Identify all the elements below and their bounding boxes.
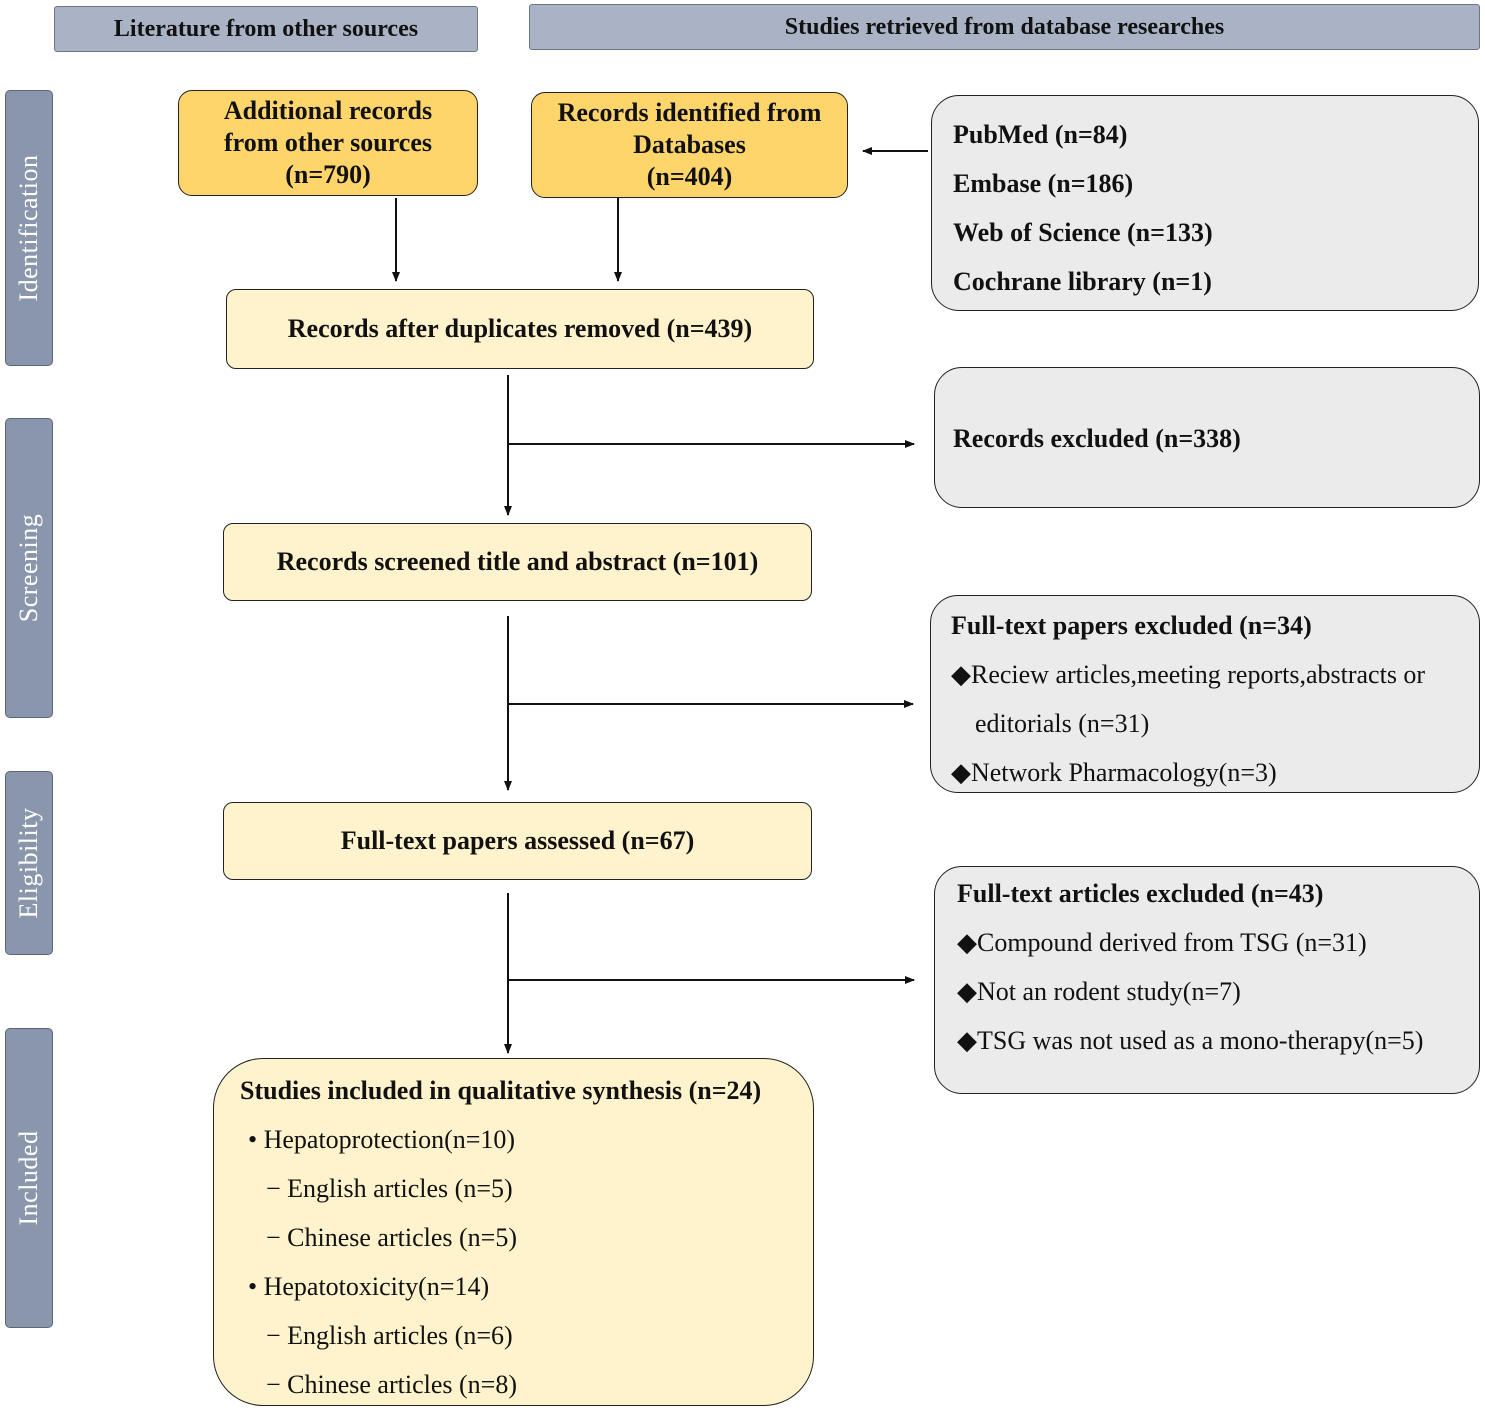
included-studies-box: Studies included in qualitative synthesi… — [213, 1058, 814, 1406]
screened-label: Records screened title and abstract (n=1… — [276, 547, 759, 576]
fulltext-articles-excluded-title: Full-text articles excluded (n=43) — [957, 879, 1324, 908]
exclusion-reason-review: ◆Reciew articles,meeting reports,abstrac… — [951, 660, 1426, 689]
databases-list-box: PubMed (n=84) Embase (n=186) Web of Scie… — [931, 95, 1479, 311]
included-hepatotoxicity-english: − English articles (n=6) — [266, 1321, 513, 1350]
database-pubmed: PubMed (n=84) — [953, 120, 1128, 149]
additional-records-box: Additional records from other sources (n… — [178, 90, 478, 196]
additional-records-count: (n=790) — [285, 160, 371, 189]
header-other-sources-label: Literature from other sources — [113, 15, 419, 42]
records-identified-count: (n=404) — [646, 162, 733, 191]
fulltext-papers-excluded-title: Full-text papers excluded (n=34) — [951, 611, 1312, 640]
records-excluded-box: Records excluded (n=338) — [934, 367, 1480, 508]
duplicates-removed-box: Records after duplicates removed (n=439) — [226, 289, 814, 369]
exclusion-reason-compound: ◆Compound derived from TSG (n=31) — [957, 928, 1367, 957]
included-studies-title: Studies included in qualitative synthesi… — [240, 1076, 762, 1105]
fulltext-papers-excluded-box: Full-text papers excluded (n=34) ◆Reciew… — [930, 595, 1480, 793]
included-hepatoprotection-english: − English articles (n=5) — [266, 1174, 513, 1203]
additional-records-line-1: Additional records — [223, 96, 433, 125]
database-web-of-science: Web of Science (n=133) — [953, 218, 1213, 247]
screened-box: Records screened title and abstract (n=1… — [223, 523, 812, 601]
exclusion-reason-monotherapy: ◆TSG was not used as a mono-therapy(n=5) — [957, 1026, 1424, 1055]
records-excluded-label: Records excluded (n=338) — [953, 424, 1241, 453]
exclusion-reason-rodent: ◆Not an rodent study(n=7) — [957, 977, 1241, 1006]
records-identified-line-2: Databases — [633, 130, 746, 159]
included-hepatoprotection: • Hepatoprotection(n=10) — [248, 1125, 516, 1154]
fulltext-articles-excluded-box: Full-text articles excluded (n=43) ◆Comp… — [934, 866, 1480, 1094]
included-hepatotoxicity-chinese: − Chinese articles (n=8) — [266, 1370, 517, 1399]
phase-identification: Identification — [5, 90, 53, 366]
included-hepatoprotection-chinese: − Chinese articles (n=5) — [266, 1223, 517, 1252]
header-database-researches: Studies retrieved from database research… — [529, 4, 1480, 50]
header-database-researches-label: Studies retrieved from database research… — [784, 13, 1225, 40]
records-identified-line-1: Records identified from — [557, 98, 822, 127]
phase-included: Included — [5, 1028, 53, 1328]
exclusion-reason-network: ◆Network Pharmacology(n=3) — [951, 758, 1277, 787]
duplicates-removed-label: Records after duplicates removed (n=439) — [287, 314, 753, 343]
fulltext-assessed-box: Full-text papers assessed (n=67) — [223, 802, 812, 880]
fulltext-assessed-label: Full-text papers assessed (n=67) — [340, 826, 695, 855]
phase-eligibility: Eligibility — [5, 771, 53, 955]
included-hepatotoxicity: • Hepatotoxicity(n=14) — [248, 1272, 490, 1301]
database-cochrane: Cochrane library (n=1) — [953, 267, 1212, 296]
records-identified-box: Records identified from Databases (n=404… — [531, 92, 848, 198]
database-embase: Embase (n=186) — [953, 169, 1134, 198]
header-other-sources: Literature from other sources — [54, 6, 478, 52]
exclusion-reason-review-cont: editorials (n=31) — [975, 709, 1150, 738]
additional-records-line-2: from other sources — [224, 128, 432, 157]
phase-screening: Screening — [5, 418, 53, 718]
